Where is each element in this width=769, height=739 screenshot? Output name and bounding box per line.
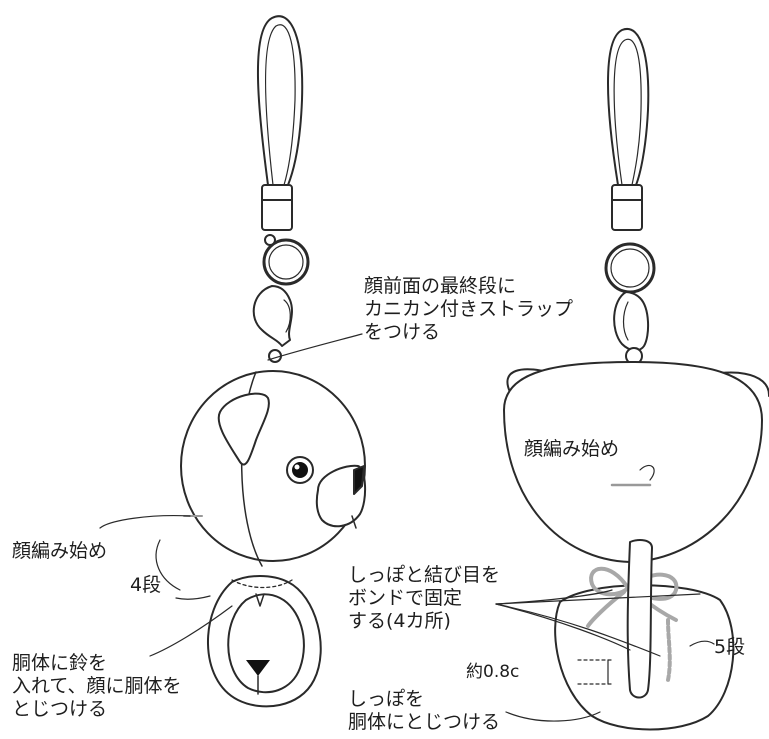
glue-note-line-3: する(4カ所) [348, 610, 451, 632]
tail-note-line-1: しっぽを [348, 688, 425, 710]
front-bell [246, 660, 270, 676]
strap-note-line-2: カニカン付きストラップ [364, 298, 574, 320]
front-strap-clasp [261, 184, 293, 231]
back-strap-clasp [611, 184, 643, 231]
glue-note-line-2: ボンドで固定 [348, 587, 463, 609]
bell-note-line-2: 入れて、顔に胴体を [12, 675, 182, 697]
measure-label: 約0.8c [466, 662, 520, 682]
back-split-ring [604, 242, 656, 294]
back-tail [626, 539, 653, 699]
front-face-start-label: 顔編み始め [12, 540, 108, 562]
front-split-ring [262, 238, 310, 286]
front-head [180, 370, 366, 562]
tail-note-line-2: 胴体にとじつける [348, 711, 501, 733]
front-ear [217, 392, 270, 466]
tail-bow [589, 566, 630, 597]
front-snout [315, 464, 366, 528]
bell-note-line-3: とじつける [12, 698, 108, 720]
bell-note-line-1: 胴体に鈴を [12, 652, 108, 674]
glue-note: しっぽと結び目を ボンドで固定 する(4カ所) [348, 564, 500, 633]
back-lobster-clasp [613, 291, 650, 352]
front-lobster-clasp [252, 285, 293, 347]
back-face-start-label: 顔編み始め [524, 438, 620, 460]
back-view-figure [495, 27, 769, 731]
front-strap-cord [257, 15, 304, 186]
front-view-figure [99, 15, 366, 708]
strap-attach-note: 顔前面の最終段に カニカン付きストラップ をつける [364, 275, 573, 344]
bell-body-note: 胴体に鈴を 入れて、顔に胴体を とじつける [12, 652, 181, 721]
tail-attach-note: しっぽを 胴体にとじつける [348, 688, 500, 734]
rows-5-label: 5段 [714, 636, 746, 658]
rows-4-label: 4段 [130, 574, 162, 596]
back-head [503, 361, 763, 563]
back-strap-cord [607, 27, 650, 186]
strap-note-line-3: をつける [364, 321, 441, 343]
strap-note-line-1: 顔前面の最終段に [364, 275, 517, 297]
glue-note-line-1: しっぽと結び目を [348, 564, 501, 586]
